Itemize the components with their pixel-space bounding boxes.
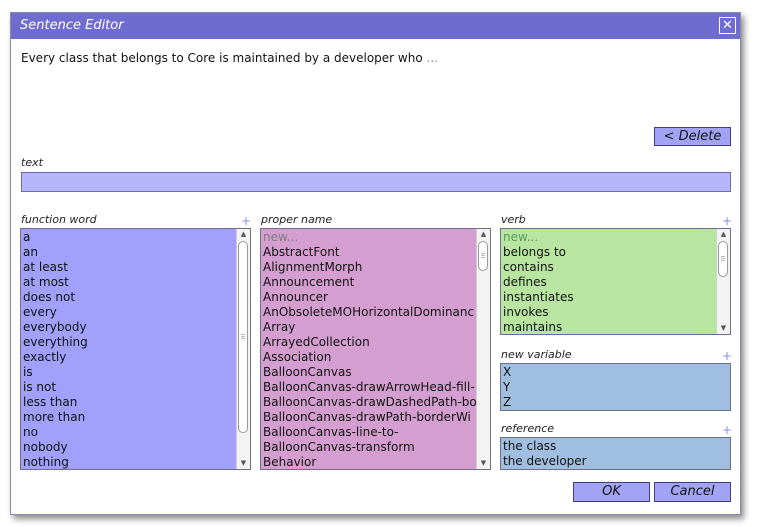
list-item[interactable]: Association xyxy=(263,350,332,364)
list-item[interactable]: no xyxy=(23,425,38,439)
list-item[interactable]: is not xyxy=(23,380,57,394)
list-item[interactable]: AlignmentMorph xyxy=(263,260,363,274)
function-word-add-icon[interactable]: + xyxy=(241,214,252,228)
proper-name-label: proper name xyxy=(261,213,333,226)
list-item[interactable]: Z xyxy=(503,395,512,409)
verb-label: verb xyxy=(501,213,526,226)
close-button[interactable]: ✕ xyxy=(719,17,736,34)
cancel-button[interactable]: Cancel xyxy=(654,482,731,502)
cancel-button-label: Cancel xyxy=(670,484,715,499)
sentence-text: Every class that belongs to Core is main… xyxy=(21,51,423,65)
list-item[interactable]: more than xyxy=(23,410,86,424)
delete-button-label: < Delete xyxy=(663,129,722,144)
list-item[interactable]: everybody xyxy=(23,320,87,334)
list-item[interactable]: maintains xyxy=(503,320,563,334)
verb-scrollbar[interactable]: ▲ ▼ xyxy=(716,229,730,334)
scroll-up-icon[interactable]: ▲ xyxy=(240,230,247,238)
scroll-down-icon[interactable]: ▼ xyxy=(240,459,247,467)
list-item[interactable]: BalloonCanvas-drawPath-borderWi xyxy=(263,410,471,424)
list-item[interactable]: every xyxy=(23,305,57,319)
function-word-scrollbar[interactable]: ▲ ▼ xyxy=(236,229,250,469)
new-variable-label: new variable xyxy=(501,348,572,361)
reference-label: reference xyxy=(501,422,555,435)
new-variable-add-icon[interactable]: + xyxy=(722,349,733,363)
text-input[interactable] xyxy=(21,172,731,192)
proper-name-scrollbar[interactable]: ▲ ▼ xyxy=(476,229,490,469)
new-item-option[interactable]: new... xyxy=(503,230,539,244)
list-item[interactable]: Announcement xyxy=(263,275,355,289)
list-item[interactable]: BalloonCanvas-drawDashedPath-bo xyxy=(263,395,476,409)
list-item[interactable]: ArrayedCollection xyxy=(263,335,370,349)
list-item[interactable]: belongs to xyxy=(503,245,567,259)
list-item[interactable]: invokes xyxy=(503,305,549,319)
verb-add-icon[interactable]: + xyxy=(722,214,733,228)
scroll-down-icon[interactable]: ▼ xyxy=(720,324,727,332)
list-item[interactable]: nobody xyxy=(23,440,68,454)
new-item-option[interactable]: new... xyxy=(263,230,299,244)
list-item[interactable]: an xyxy=(23,245,38,259)
list-item[interactable]: a xyxy=(23,230,31,244)
list-item[interactable]: at most xyxy=(23,275,69,289)
list-item[interactable]: less than xyxy=(23,395,78,409)
list-item[interactable]: defines xyxy=(503,275,547,289)
list-item[interactable]: does not xyxy=(23,290,76,304)
sentence-editor-dialog: Sentence Editor ✕ Every class that belon… xyxy=(10,12,741,515)
list-item[interactable]: at least xyxy=(23,260,68,274)
ok-button[interactable]: OK xyxy=(573,482,650,502)
scrollbar-thumb[interactable] xyxy=(478,241,488,271)
dialog-title: Sentence Editor xyxy=(20,18,124,33)
ok-button-label: OK xyxy=(602,484,621,499)
list-item[interactable]: contains xyxy=(503,260,554,274)
list-item[interactable]: Announcer xyxy=(263,290,328,304)
list-item[interactable]: is xyxy=(23,365,33,379)
function-word-label: function word xyxy=(21,213,97,226)
list-item[interactable]: BalloonCanvas-line-to- xyxy=(263,425,399,439)
list-item[interactable]: BalloonCanvas-drawArrowHead-fill- xyxy=(263,380,475,394)
sentence-preview: Every class that belongs to Core is main… xyxy=(21,51,438,65)
list-item[interactable]: X xyxy=(503,365,512,379)
list-item[interactable]: BalloonCanvas xyxy=(263,365,352,379)
scrollbar-thumb[interactable] xyxy=(718,241,728,277)
list-item[interactable]: the class xyxy=(503,439,557,453)
scroll-up-icon[interactable]: ▲ xyxy=(720,230,727,238)
list-item[interactable]: BalloonCanvas-transform xyxy=(263,440,415,454)
list-item[interactable]: Behavior xyxy=(263,455,317,469)
list-item[interactable]: the developer xyxy=(503,454,587,468)
sentence-ellipsis: ... xyxy=(426,51,438,65)
scrollbar-thumb[interactable] xyxy=(238,241,248,433)
list-item[interactable]: exactly xyxy=(23,350,67,364)
list-item[interactable]: Y xyxy=(503,380,511,394)
text-field-label: text xyxy=(21,156,43,169)
list-item[interactable]: AbstractFont xyxy=(263,245,340,259)
close-icon: ✕ xyxy=(722,18,733,33)
list-item[interactable]: Array xyxy=(263,320,296,334)
list-item[interactable]: AnObsoleteMOHorizontalDominanc xyxy=(263,305,475,319)
title-bar[interactable]: Sentence Editor ✕ xyxy=(11,13,740,39)
delete-button[interactable]: < Delete xyxy=(654,127,731,146)
list-item[interactable]: everything xyxy=(23,335,88,349)
scroll-down-icon[interactable]: ▼ xyxy=(480,459,487,467)
list-item[interactable]: instantiates xyxy=(503,290,574,304)
reference-add-icon[interactable]: + xyxy=(722,423,733,437)
scroll-up-icon[interactable]: ▲ xyxy=(480,230,487,238)
list-item[interactable]: nothing xyxy=(23,455,69,469)
